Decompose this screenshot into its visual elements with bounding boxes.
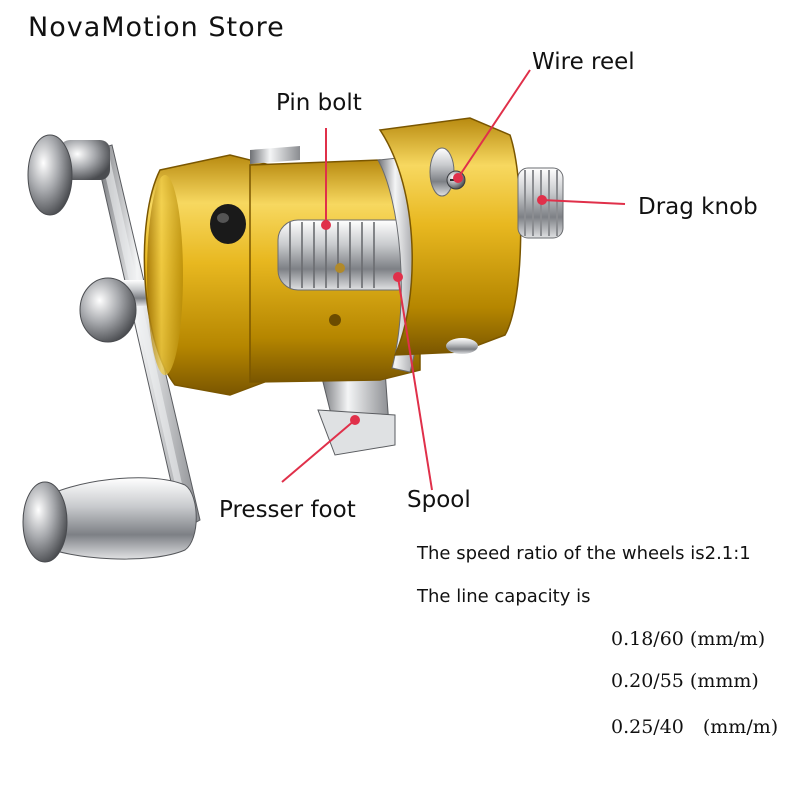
callout-line-spool — [397, 276, 433, 491]
spec-speed-ratio: The speed ratio of the wheels is2.1:1 — [417, 543, 751, 564]
reel-foot — [317, 369, 396, 456]
callout-dot-drag-knob — [537, 195, 547, 205]
callout-dot-spool — [393, 272, 403, 282]
spool-spring — [277, 219, 419, 291]
callout-dot-wire-reel — [453, 173, 463, 183]
spec-capacity-row: 0.18/60 (mm/m) — [611, 628, 766, 650]
body-screw — [329, 263, 478, 354]
spec-capacity-row: 0.25/40 (mm/m) — [611, 716, 779, 738]
label-wire-reel: Wire reel — [532, 49, 635, 75]
callout-line-drag-knob — [541, 199, 626, 205]
bottom-handle-knob — [22, 477, 197, 563]
label-drag-knob: Drag knob — [638, 194, 758, 220]
callout-line-presser-foot — [281, 419, 356, 483]
callout-lines — [281, 69, 626, 491]
callout-dot-pin-bolt — [321, 220, 331, 230]
spec-line-capacity: The line capacity is — [417, 586, 591, 607]
callout-dot-presser-foot — [350, 415, 360, 425]
label-spool: Spool — [407, 487, 471, 513]
label-presser-foot: Presser foot — [219, 497, 356, 523]
right-body-housing — [378, 117, 522, 356]
callout-line-wire-reel — [457, 69, 531, 179]
screw-knob — [210, 204, 246, 244]
top-handle-knob — [27, 134, 110, 216]
store-title: NovaMotion Store — [28, 12, 285, 43]
spec-capacity-row: 0.20/55 (mmm) — [611, 670, 759, 692]
label-pin-bolt: Pin bolt — [276, 90, 362, 116]
